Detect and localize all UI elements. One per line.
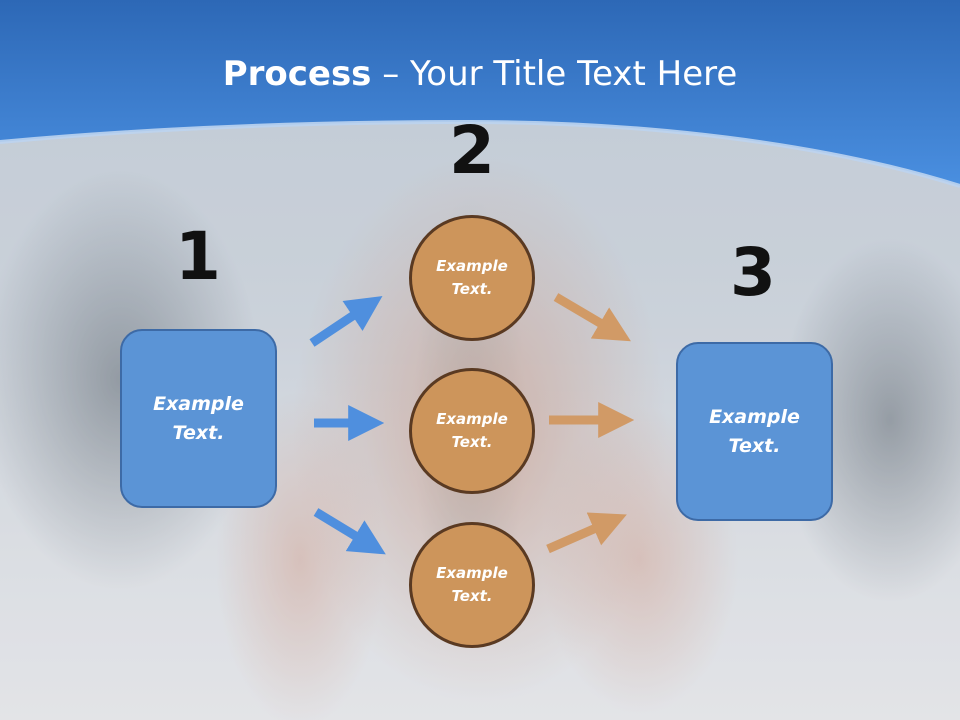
process-circle-top[interactable]: Example Text. (409, 215, 535, 341)
process-circle-middle[interactable]: Example Text. (409, 368, 535, 494)
page-title: Process – Your Title Text Here (0, 52, 960, 96)
right-process-box[interactable]: Example Text. (676, 342, 833, 521)
blue-arrow-up (309, 296, 383, 347)
process-circle-bottom[interactable]: Example Text. (409, 522, 535, 648)
circle-text: Example Text. (436, 257, 508, 298)
title-banner (0, 0, 960, 188)
circle-text: Example Text. (436, 410, 508, 451)
step-number-1: 1 (175, 218, 221, 295)
blue-arrow-down (313, 508, 386, 555)
title-bold: Process (222, 54, 372, 94)
title-rest: – Your Title Text Here (371, 54, 738, 94)
step-number-2: 2 (449, 112, 495, 189)
left-process-box[interactable]: Example Text. (120, 329, 277, 508)
step-number-3: 3 (730, 234, 776, 311)
left-box-text: Example Text. (153, 392, 244, 444)
right-box-text: Example Text. (709, 405, 800, 457)
circle-text: Example Text. (436, 564, 508, 605)
orange-arrow-down (553, 293, 631, 342)
orange-arrow-up (546, 512, 627, 554)
